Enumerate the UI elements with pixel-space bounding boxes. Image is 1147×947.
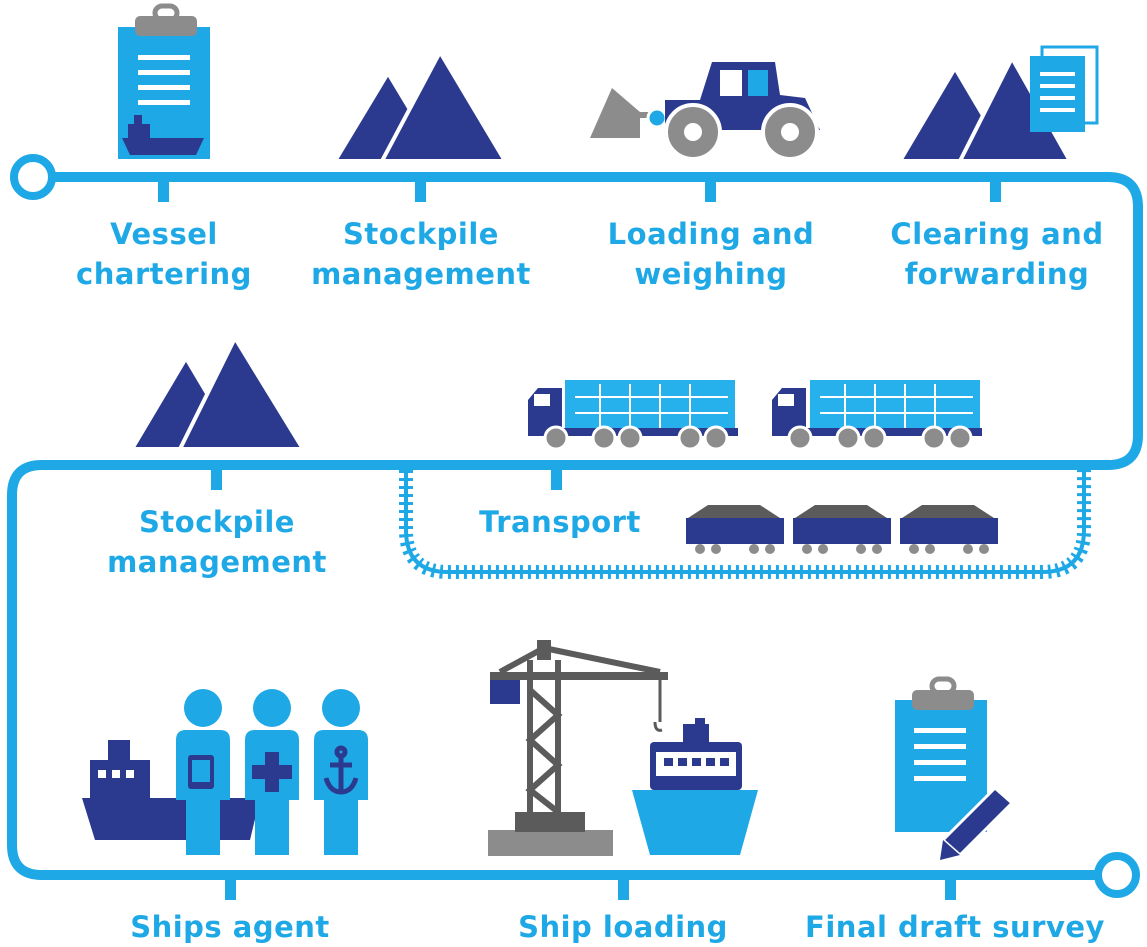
cargo-ship-icon	[632, 718, 758, 855]
start-node-icon	[10, 154, 56, 200]
pen-icon	[940, 785, 1015, 860]
label-loading-weighing: Loading and weighing	[607, 217, 815, 291]
rail-track	[399, 470, 1091, 579]
clipboard-ship-icon	[118, 3, 210, 159]
dump-truck-icon-1	[528, 380, 738, 451]
clipboard-pen-icon	[895, 676, 1015, 860]
ship-agents-icon	[82, 689, 368, 855]
label-ship-loading: Ship loading	[518, 910, 728, 944]
flow-path	[7, 172, 1143, 880]
crane-ship-icon	[488, 640, 758, 856]
end-node-icon	[1094, 852, 1140, 898]
mountains-icon-2	[128, 333, 307, 451]
agent-anchor-icon	[314, 689, 368, 855]
tick-marks	[158, 180, 1001, 900]
coal-train-icon	[686, 505, 998, 554]
label-final-draft-survey: Final draft survey	[805, 910, 1105, 944]
agent-fuel-icon	[176, 689, 230, 855]
label-clearing-forwarding: Clearing and forwarding	[890, 217, 1104, 291]
mountains-documents-icon	[896, 45, 1099, 163]
loader-tractor-icon	[590, 62, 820, 161]
agent-medical-icon	[245, 689, 299, 855]
label-stockpile-management-1: Stockpile management	[311, 217, 531, 291]
label-ships-agent: Ships agent	[130, 910, 330, 944]
label-stockpile-management-2: Stockpile management	[107, 505, 327, 579]
dump-truck-icon-2	[772, 380, 982, 451]
mountains-icon	[331, 47, 509, 163]
label-transport: Transport	[479, 505, 641, 539]
label-vessel-chartering: Vessel chartering	[76, 217, 252, 291]
